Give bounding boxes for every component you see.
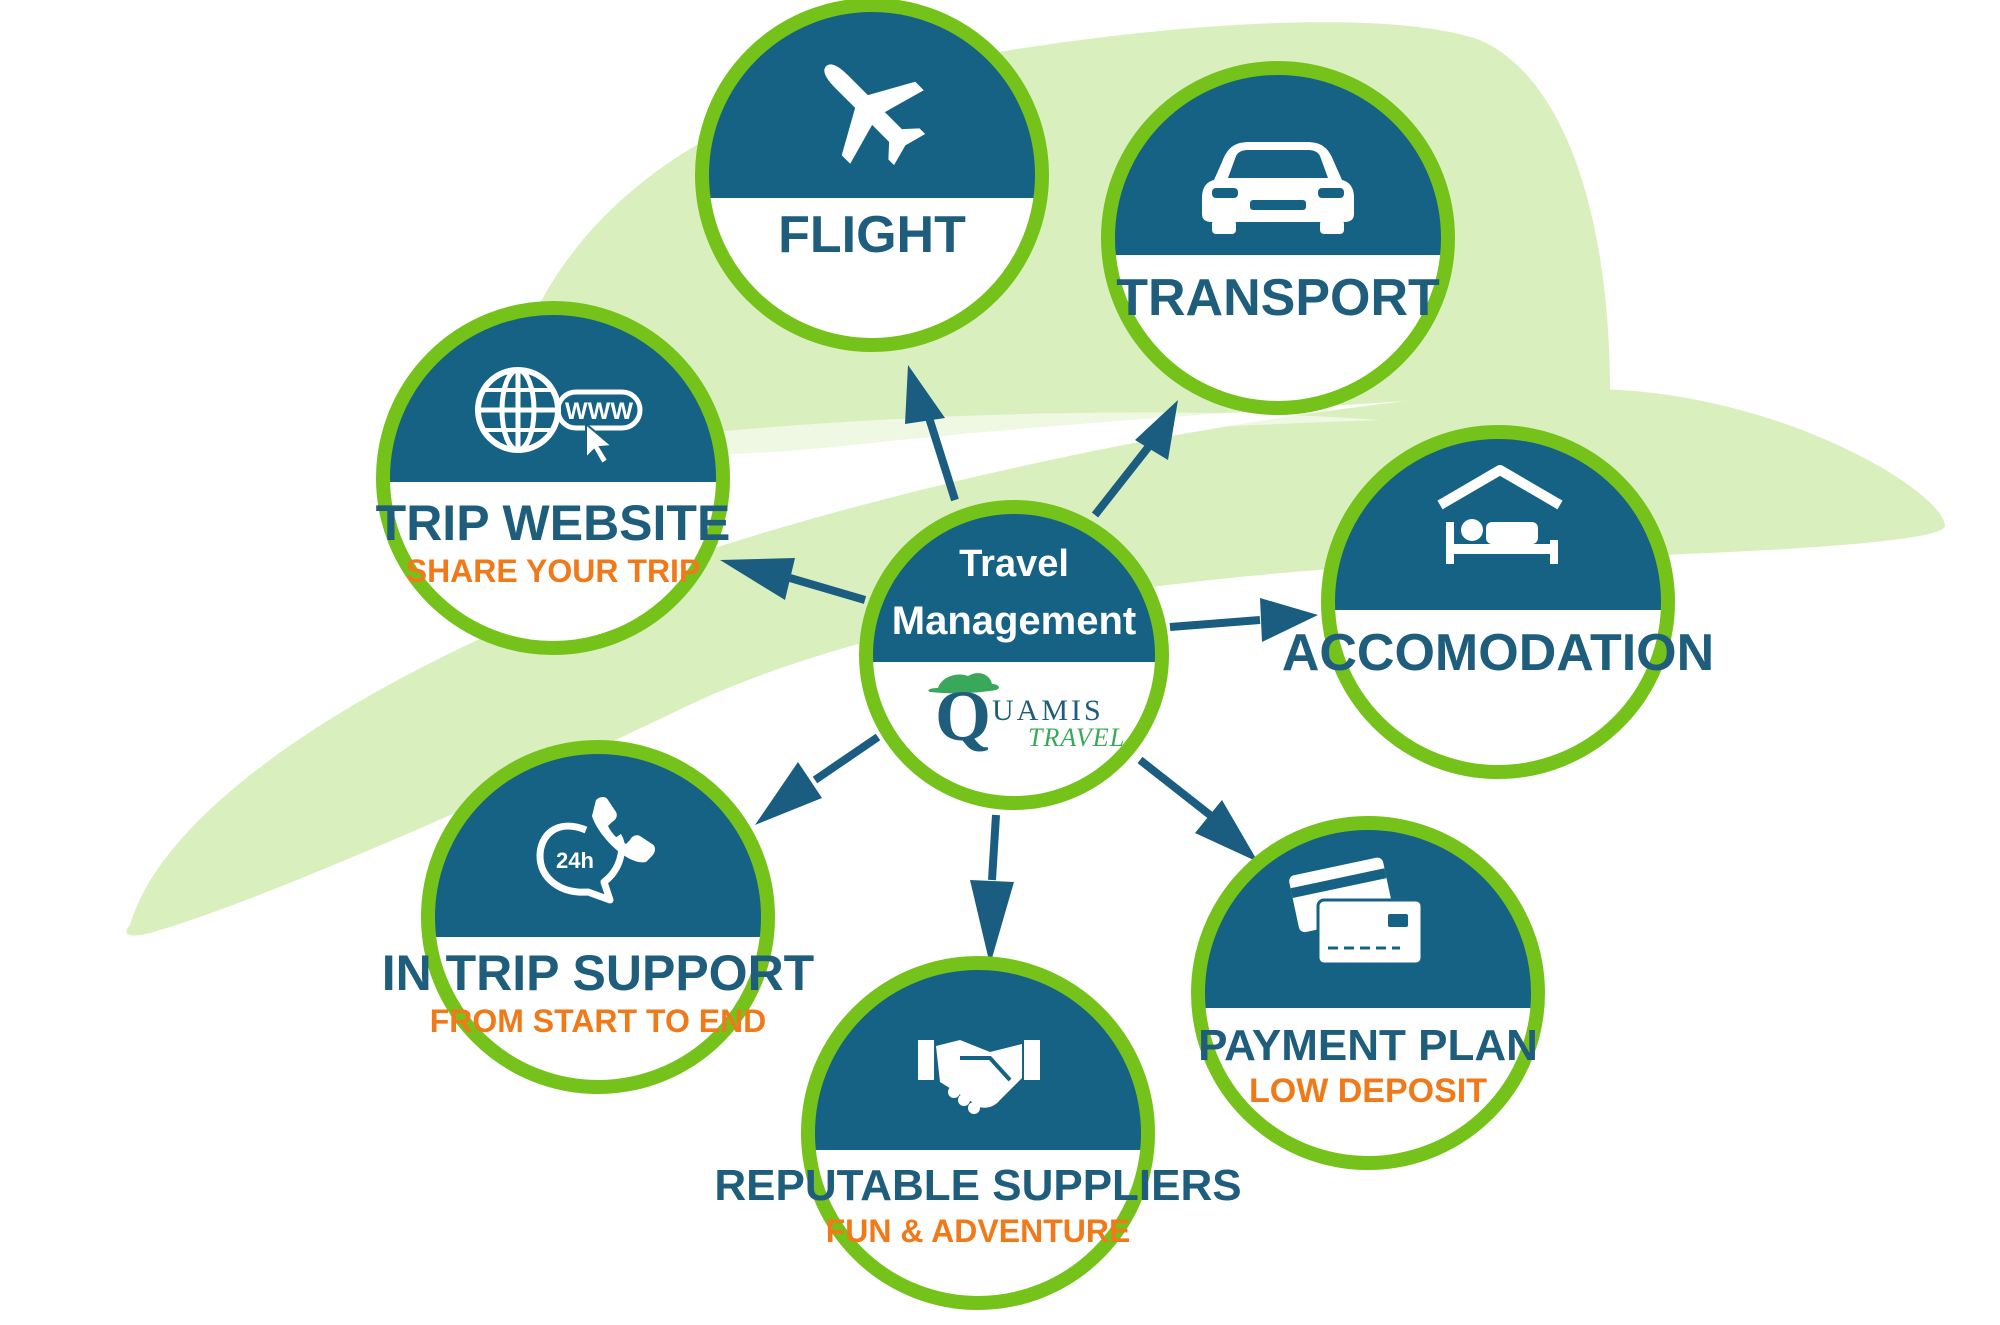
arrow-to-flight — [905, 365, 959, 502]
arrows-layer — [720, 365, 1318, 965]
www-label: WWW — [565, 398, 633, 425]
bed-under-roof-icon — [1437, 465, 1563, 564]
phone-24h-icon: 24h — [536, 797, 655, 904]
credit-card-icon — [1289, 857, 1424, 966]
node-accomodation-title: ACCOMODATION — [1282, 624, 1714, 682]
node-flight-title: FLIGHT — [778, 206, 966, 264]
arrow-to-reputable-suppliers — [970, 814, 1014, 965]
hub-travel-management: Travel Management Q UAMIS TRAVEL — [859, 500, 1169, 810]
quamis-travel-logo: Q UAMIS TRAVEL — [928, 673, 1125, 756]
handshake-icon — [918, 1040, 1040, 1114]
node-in-trip-support-subtitle: FROM START TO END — [430, 1003, 767, 1039]
24h-label: 24h — [556, 848, 594, 873]
node-trip-website: WWW TRIP WEBSITE SHARE YOUR TRIP — [376, 301, 731, 655]
arrow-to-in-trip-support — [755, 733, 881, 825]
node-payment-plan: PAYMENT PLAN LOW DEPOSIT — [1191, 816, 1545, 1170]
logo-word-quamis: UAMIS — [992, 694, 1104, 727]
node-reputable-suppliers-title: REPUTABLE SUPPLIERS — [714, 1161, 1241, 1210]
hat-logo-icon — [928, 673, 999, 694]
node-payment-plan-title: PAYMENT PLAN — [1198, 1021, 1538, 1070]
arrow-to-transport — [1091, 400, 1178, 518]
node-transport-title: TRANSPORT — [1116, 269, 1440, 327]
hub-title-line2: Management — [892, 599, 1137, 643]
arrow-to-trip-website — [720, 558, 867, 604]
node-trip-website-title: TRIP WEBSITE — [376, 495, 731, 551]
node-in-trip-support-title: IN TRIP SUPPORT — [382, 945, 814, 1001]
arrow-to-accomodation — [1169, 598, 1318, 642]
airplane-icon — [824, 64, 926, 166]
node-payment-plan-subtitle: LOW DEPOSIT — [1249, 1072, 1487, 1110]
node-reputable-suppliers-subtitle: FUN & ADVENTURE — [826, 1213, 1131, 1249]
node-reputable-suppliers: REPUTABLE SUPPLIERS FUN & ADVENTURE — [714, 956, 1242, 1310]
arrow-to-payment-plan — [1137, 756, 1258, 862]
globe-www-icon: WWW — [475, 367, 643, 466]
logo-letter-q: Q — [935, 676, 991, 756]
hub-title-line1: Travel — [959, 543, 1069, 585]
node-trip-website-subtitle: SHARE YOUR TRIP — [406, 553, 701, 589]
car-icon — [1202, 142, 1354, 234]
logo-word-travel: TRAVEL — [1028, 723, 1125, 752]
